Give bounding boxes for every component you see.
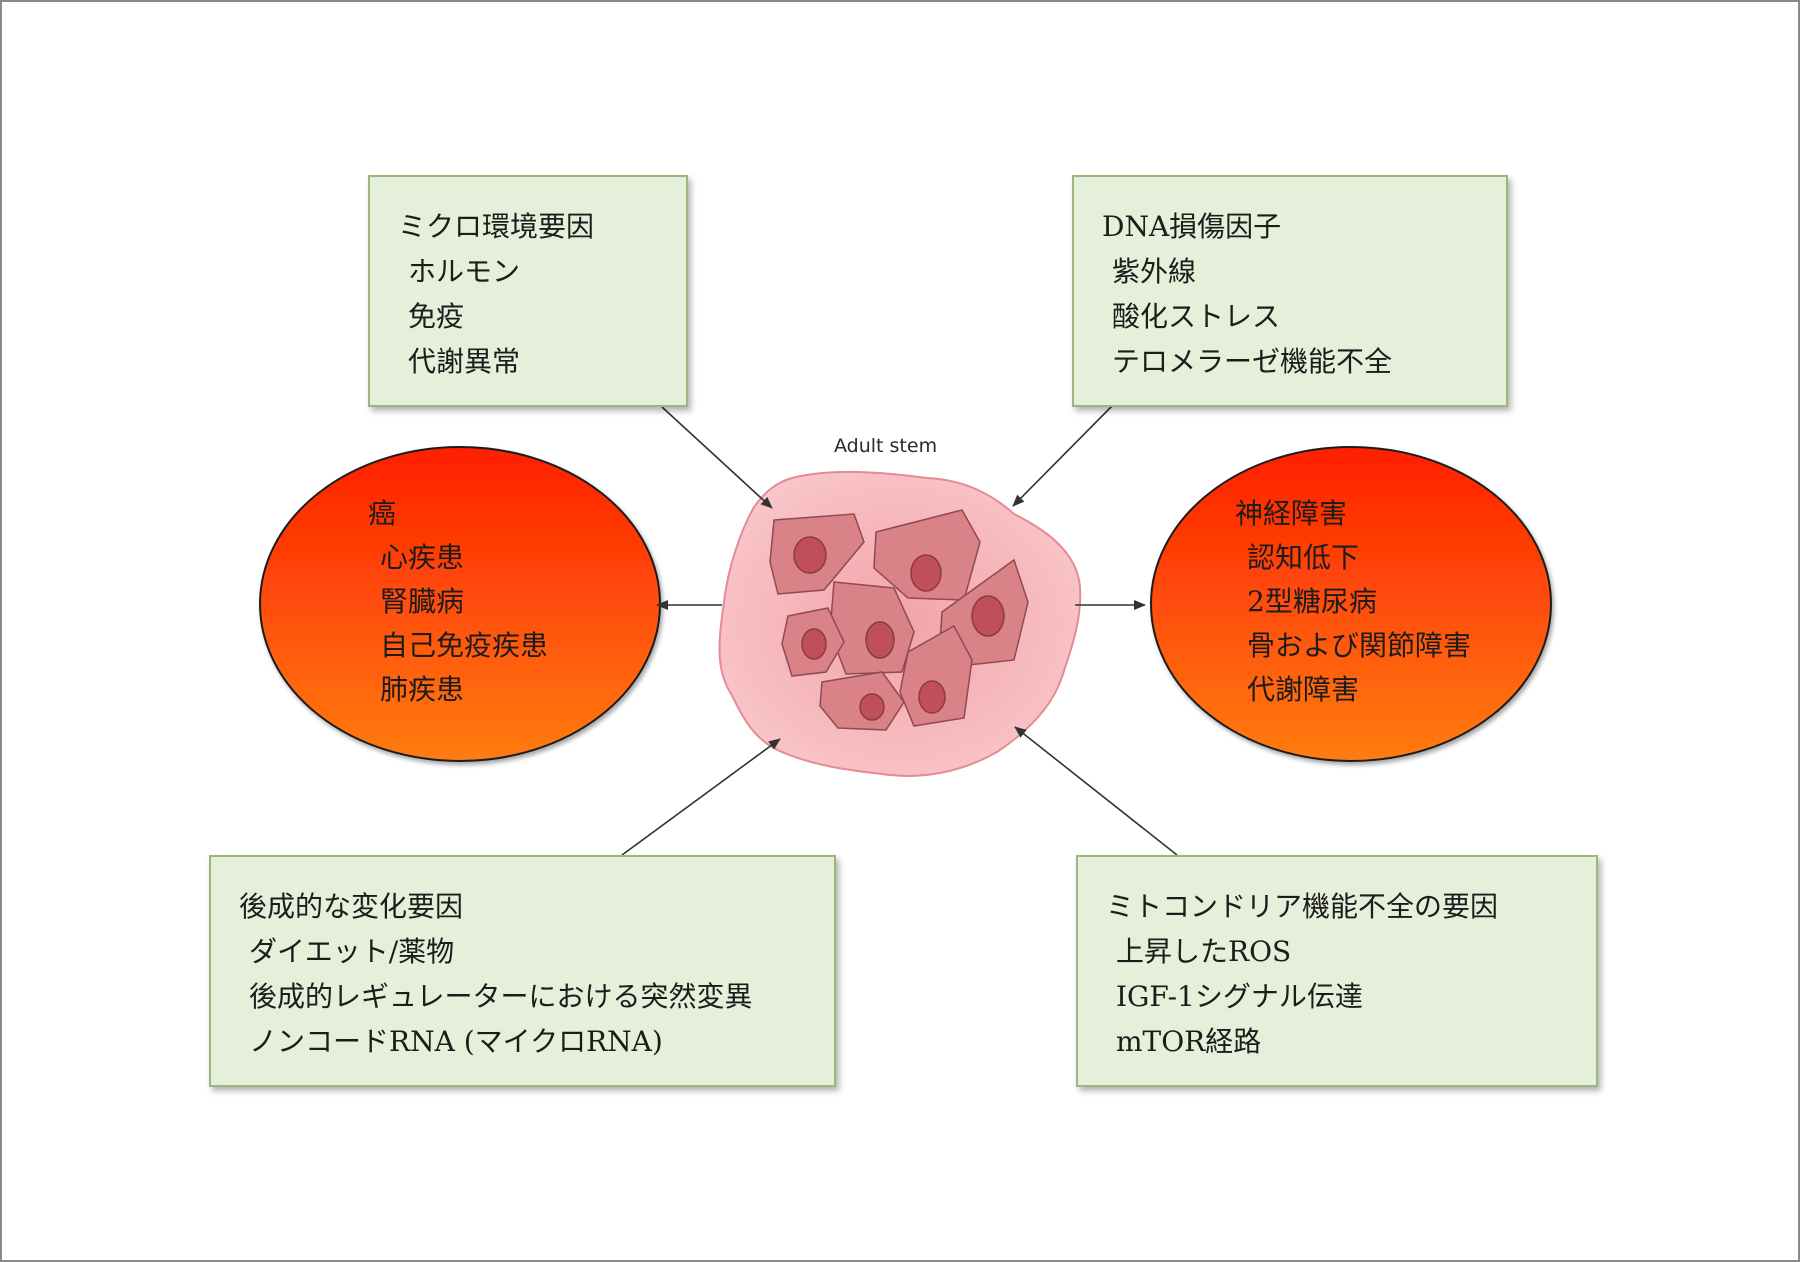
stem-cell-cluster	[718, 470, 1082, 777]
cell-nucleus	[801, 628, 827, 660]
disease-list: 心疾患 腎臓病 自己免疫疾患 肺疾患	[368, 536, 548, 712]
factor-list: ダイエット/薬物 後成的レギュレーターにおける突然変異 ノンコードRNA (マイ…	[239, 929, 808, 1064]
list-item: 肺疾患	[380, 673, 465, 706]
list-item: 代謝異常	[408, 345, 521, 378]
dna-damage-factors-box: DNA損傷因子 紫外線 酸化ストレス テロメラーゼ機能不全	[1072, 175, 1508, 407]
factor-list: 紫外線 酸化ストレス テロメラーゼ機能不全	[1102, 249, 1480, 384]
right-oval-shape	[1150, 446, 1552, 762]
box-title: ミクロ環境要因	[398, 210, 595, 243]
cell-nucleus	[865, 621, 895, 659]
list-item: 酸化ストレス	[1112, 300, 1281, 333]
epigenetic-factors-box: 後成的な変化要因 ダイエット/薬物 後成的レギュレーターにおける突然変異 ノンコ…	[209, 855, 836, 1087]
right-oval-text: 神経障害 認知低下 2型糖尿病 骨および関節障害 代謝障害	[1235, 492, 1471, 712]
list-item: IGF-1シグナル伝達	[1116, 980, 1363, 1013]
list-item: ノンコードRNA (マイクロRNA)	[249, 1025, 663, 1058]
cell-nucleus	[910, 554, 942, 592]
list-item: 免疫	[408, 300, 465, 333]
mitochondrial-dysfunction-box: ミトコンドリア機能不全の要因 上昇したROS IGF-1シグナル伝達 mTOR経…	[1076, 855, 1598, 1087]
arrow-dna-damage-to-cell	[1012, 405, 1113, 507]
cell-nucleus	[918, 680, 946, 714]
list-item: mTOR経路	[1116, 1025, 1262, 1058]
oval-title: 神経障害	[1235, 497, 1348, 530]
factor-list: 上昇したROS IGF-1シグナル伝達 mTOR経路	[1106, 929, 1570, 1064]
oval-title: 癌	[368, 497, 397, 530]
arrow-epigenetic-to-cell	[621, 738, 781, 856]
list-item: 2型糖尿病	[1247, 585, 1377, 618]
disease-list: 認知低下 2型糖尿病 骨および関節障害 代謝障害	[1235, 536, 1471, 712]
box-title: 後成的な変化要因	[239, 890, 464, 923]
list-item: 上昇したROS	[1116, 935, 1292, 968]
arrow-microenvironment-to-cell	[661, 406, 773, 509]
inner-cell	[899, 624, 973, 727]
list-item: 骨および関節障害	[1247, 629, 1472, 662]
list-item: 代謝障害	[1247, 673, 1360, 706]
list-item: 認知低下	[1247, 541, 1360, 574]
list-item: ダイエット/薬物	[249, 935, 455, 968]
box-title: ミトコンドリア機能不全の要因	[1106, 890, 1499, 923]
cell-nucleus	[793, 536, 827, 574]
factor-list: ホルモン 免疫 代謝異常	[398, 249, 660, 384]
list-item: 腎臓病	[380, 585, 465, 618]
cell-label: Adult stem	[834, 435, 938, 457]
list-item: 後成的レギュレーターにおける突然変異	[249, 980, 753, 1013]
box-title: DNA損傷因子	[1102, 210, 1282, 243]
arrow-mitochondria-to-cell	[1014, 726, 1178, 856]
list-item: 自己免疫疾患	[380, 629, 549, 662]
left-oval-text: 癌 心疾患 腎臓病 自己免疫疾患 肺疾患	[368, 492, 548, 712]
cell-nucleus	[859, 693, 885, 721]
list-item: テロメラーゼ機能不全	[1112, 345, 1393, 378]
cell-nucleus	[971, 595, 1005, 637]
list-item: 心疾患	[380, 541, 465, 574]
microenvironment-factors-box: ミクロ環境要因 ホルモン 免疫 代謝異常	[368, 175, 688, 407]
list-item: 紫外線	[1112, 255, 1197, 288]
list-item: ホルモン	[408, 255, 521, 288]
